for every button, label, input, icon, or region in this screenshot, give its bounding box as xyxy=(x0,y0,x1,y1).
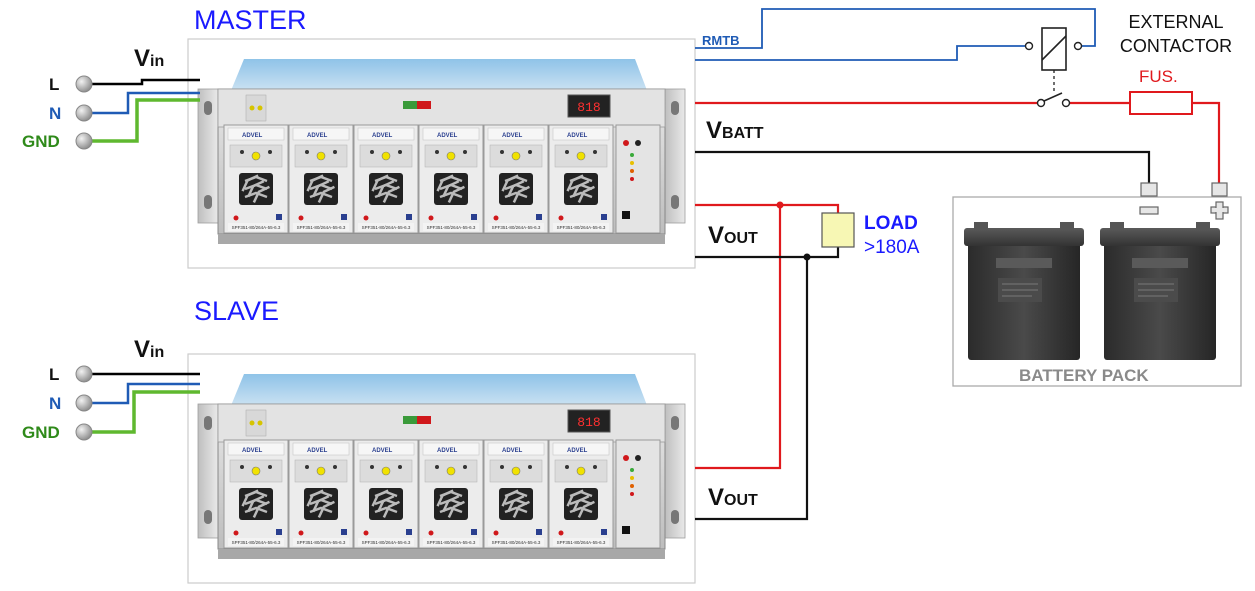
output-positive-junction xyxy=(776,201,784,209)
master-vin-label: Vin xyxy=(134,45,165,72)
slave-terminal-l xyxy=(75,365,93,383)
rmtb-wiring xyxy=(695,8,1096,61)
slave-input-wiring xyxy=(91,372,200,434)
contactor-switch-symbol xyxy=(1036,92,1071,108)
battery-positive-terminal xyxy=(1211,182,1228,197)
load-box xyxy=(821,212,855,248)
fuse-symbol xyxy=(1129,91,1193,115)
battery-pack-label: BATTERY PACK xyxy=(1019,366,1149,385)
master-rack-unit xyxy=(188,39,695,268)
vbatt-label: VBATT xyxy=(706,117,764,144)
battery-negative-wiring xyxy=(695,150,1151,185)
slave-terminal-n xyxy=(75,394,93,412)
fuse-label: FUS. xyxy=(1139,67,1178,86)
master-label-gnd: GND xyxy=(22,132,60,151)
slave-vout-label: VOUT xyxy=(708,484,758,511)
slave-label-l: L xyxy=(49,365,60,384)
load-label: LOAD >180A xyxy=(864,213,920,258)
slave-label-n: N xyxy=(49,394,62,413)
external-contactor-label: EXTERNAL CONTACTOR xyxy=(1119,12,1233,56)
slave-vin-label: Vin xyxy=(134,336,165,363)
output-positive-wiring xyxy=(695,203,840,470)
output-negative-junction xyxy=(803,253,811,261)
master-title: MASTER xyxy=(194,5,307,35)
master-vout-label: VOUT xyxy=(708,222,758,249)
battery-left xyxy=(963,221,1085,361)
rmtb-label: RMTB xyxy=(702,33,740,48)
master-terminal-l xyxy=(75,75,93,93)
master-label-l: L xyxy=(49,75,60,94)
master-terminal-n xyxy=(75,104,93,122)
slave-terminal-gnd xyxy=(75,423,93,441)
battery-right xyxy=(1099,221,1221,361)
slave-rack-unit xyxy=(188,354,695,583)
master-input-wiring xyxy=(91,78,200,143)
slave-title: SLAVE xyxy=(194,296,280,326)
battery-negative-terminal xyxy=(1140,182,1158,197)
master-terminal-gnd xyxy=(75,132,93,150)
battery-plus-sign xyxy=(1210,201,1229,220)
slave-label-gnd: GND xyxy=(22,423,60,442)
master-label-n: N xyxy=(49,104,62,123)
output-negative-wiring xyxy=(695,247,840,521)
contactor-coil-symbol xyxy=(1024,27,1083,92)
battery-positive-wiring xyxy=(695,101,1221,185)
battery-minus-sign xyxy=(1139,206,1159,215)
